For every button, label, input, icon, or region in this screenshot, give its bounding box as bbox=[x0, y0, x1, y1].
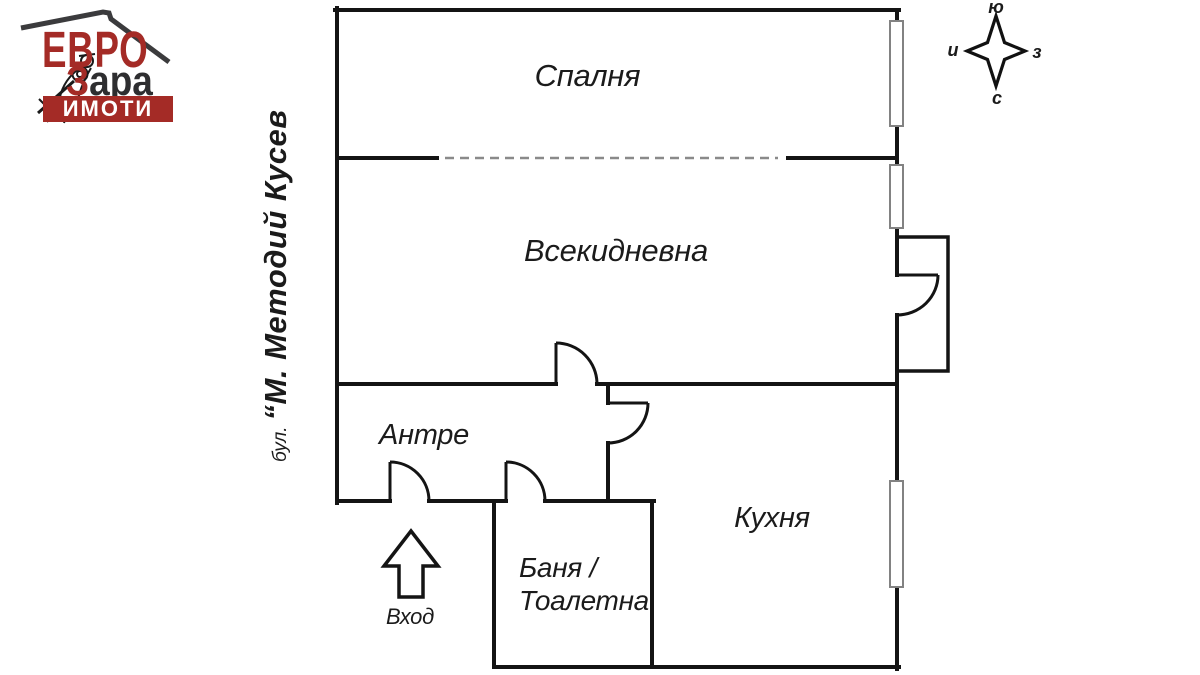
bathroom-door bbox=[504, 460, 547, 502]
compass-label-south: ю bbox=[988, 0, 1004, 17]
room-label-hallway: Антре bbox=[379, 419, 469, 451]
compass-label-west: з bbox=[1032, 42, 1042, 62]
compass-label-east: и bbox=[947, 40, 959, 60]
windows bbox=[889, 20, 904, 588]
kitchen-window-icon bbox=[889, 480, 904, 588]
entrance-arrow-icon bbox=[380, 528, 442, 599]
entrance-door bbox=[388, 460, 431, 502]
interior-walls bbox=[335, 156, 899, 503]
logo-banner-imoti: ИМОТИ bbox=[43, 96, 173, 122]
street-name: бул. “М. Методий Кусев bbox=[258, 54, 316, 462]
balcony-outline bbox=[897, 235, 950, 373]
street-title: “М. Методий Кусев bbox=[258, 109, 293, 421]
living-room-window-icon bbox=[889, 164, 904, 229]
living-room-door bbox=[554, 341, 599, 385]
room-label-bedroom: Спалня bbox=[534, 58, 641, 93]
room-label-bathroom: Баня / Тоалетна bbox=[519, 551, 649, 617]
entrance-label: Вход bbox=[386, 604, 434, 629]
room-label-kitchen: Кухня bbox=[734, 502, 810, 534]
logo-text-evro: ЕВРО bbox=[42, 21, 149, 78]
room-label-bathroom-line2: Тоалетна bbox=[519, 585, 649, 616]
kitchen-door bbox=[607, 401, 650, 445]
room-label-living-room: Всекидневна bbox=[524, 233, 708, 268]
bedroom-window-icon bbox=[889, 20, 904, 127]
logo-roof-icon bbox=[20, 9, 171, 65]
room-label-bathroom-line1: Баня / bbox=[519, 552, 597, 583]
logo-text-zara-rest: ара bbox=[89, 57, 153, 104]
logo-text-zara-accent: З bbox=[66, 57, 90, 104]
balcony-door bbox=[896, 273, 940, 317]
doors bbox=[388, 273, 940, 502]
street-prefix: бул. bbox=[270, 426, 291, 462]
logo-text-zara: Зара bbox=[66, 60, 153, 102]
compass-rose-icon bbox=[962, 10, 1030, 92]
compass-label-north: с bbox=[991, 88, 1002, 108]
